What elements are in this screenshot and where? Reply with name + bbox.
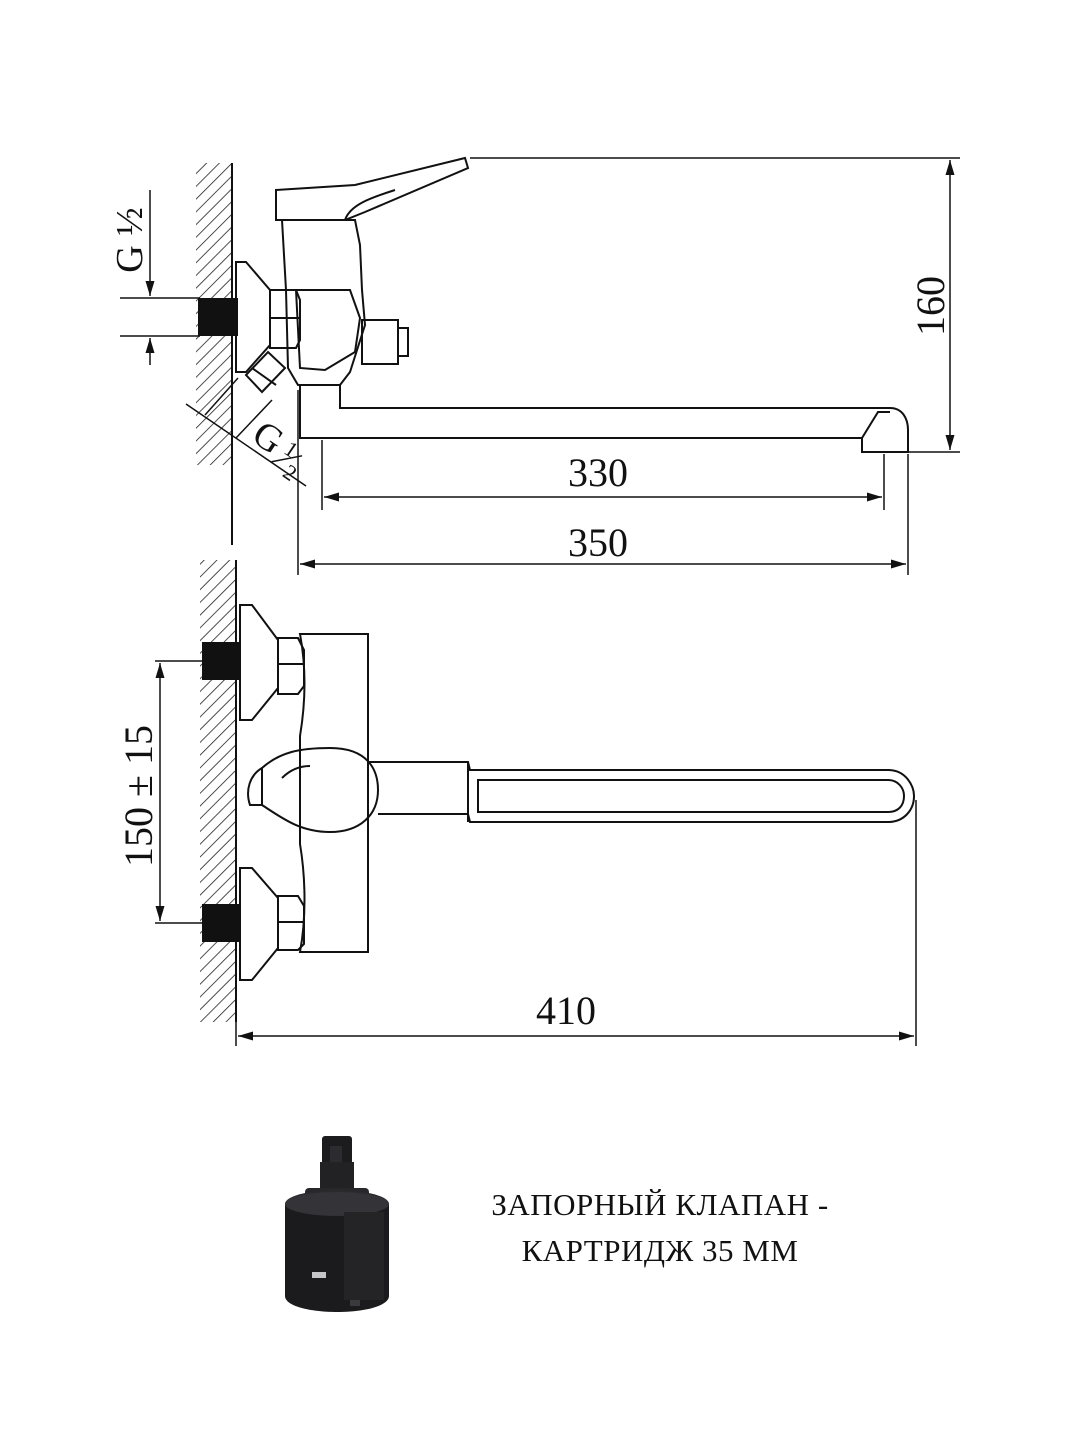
escutcheon-lower bbox=[239, 867, 279, 981]
spout-front bbox=[368, 761, 916, 823]
hex-nut-lower bbox=[277, 895, 305, 951]
dim-410-label: 410 bbox=[536, 988, 596, 1033]
inlet-pipe-lower bbox=[202, 904, 240, 942]
caption-line-1: ЗАПОРНЫЙ КЛАПАН - bbox=[491, 1187, 829, 1222]
caption-line-2: КАРТРИДЖ 35 ММ bbox=[521, 1233, 799, 1268]
hex-nut-upper bbox=[277, 637, 305, 695]
cartridge-caption: ЗАПОРНЫЙ КЛАПАН - КАРТРИДЖ 35 ММ bbox=[400, 1182, 920, 1274]
dim-g-diagonal-line bbox=[185, 403, 307, 487]
inlet-pipe-upper bbox=[202, 642, 240, 680]
cartridge-icon bbox=[285, 1136, 389, 1312]
thread-label-vertical: G ½ bbox=[109, 207, 151, 272]
escutcheon-upper bbox=[239, 604, 279, 721]
lever-handle-top bbox=[275, 156, 470, 221]
diverter-knob bbox=[361, 319, 399, 365]
front-view bbox=[155, 560, 917, 1046]
side-view bbox=[120, 156, 960, 575]
mixer-body-top bbox=[280, 219, 367, 386]
inlet-pipe-top bbox=[198, 298, 238, 336]
spout-top bbox=[299, 384, 909, 453]
wall-hatch-bottom bbox=[200, 560, 236, 1022]
dim-160-label: 160 bbox=[908, 276, 953, 336]
eccentric-fitting bbox=[244, 350, 287, 394]
dim-330-label: 330 bbox=[568, 450, 628, 495]
thread-label-diagonal: G 1 2 bbox=[245, 413, 303, 486]
mixer-body-front bbox=[298, 633, 369, 953]
dim-150-label: 150 ± 15 bbox=[116, 725, 161, 867]
lever-handle-front bbox=[261, 746, 380, 834]
dim-350-label: 350 bbox=[568, 520, 628, 565]
